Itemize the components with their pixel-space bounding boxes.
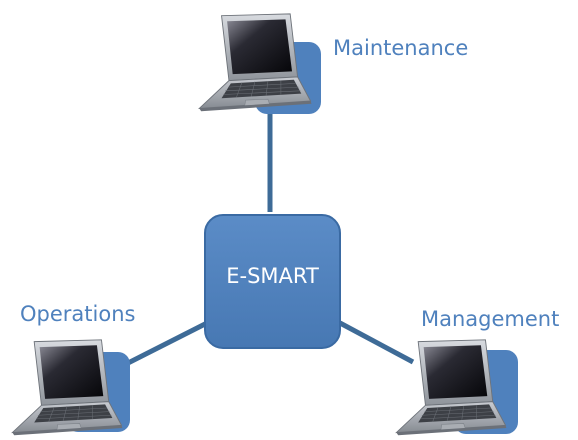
operations-label: Operations xyxy=(20,302,136,326)
operations-computer xyxy=(11,339,130,436)
e-smart-label: E-SMART xyxy=(226,263,319,288)
maintenance-label: Maintenance xyxy=(333,36,469,60)
connector-management xyxy=(338,320,415,365)
connectors xyxy=(126,108,415,366)
management-label: Management xyxy=(421,307,560,331)
connector-operations xyxy=(126,320,209,366)
laptop-icon xyxy=(198,13,312,112)
maintenance-computer xyxy=(198,13,321,114)
e-smart-hub xyxy=(204,214,341,349)
management-computer xyxy=(395,339,518,436)
